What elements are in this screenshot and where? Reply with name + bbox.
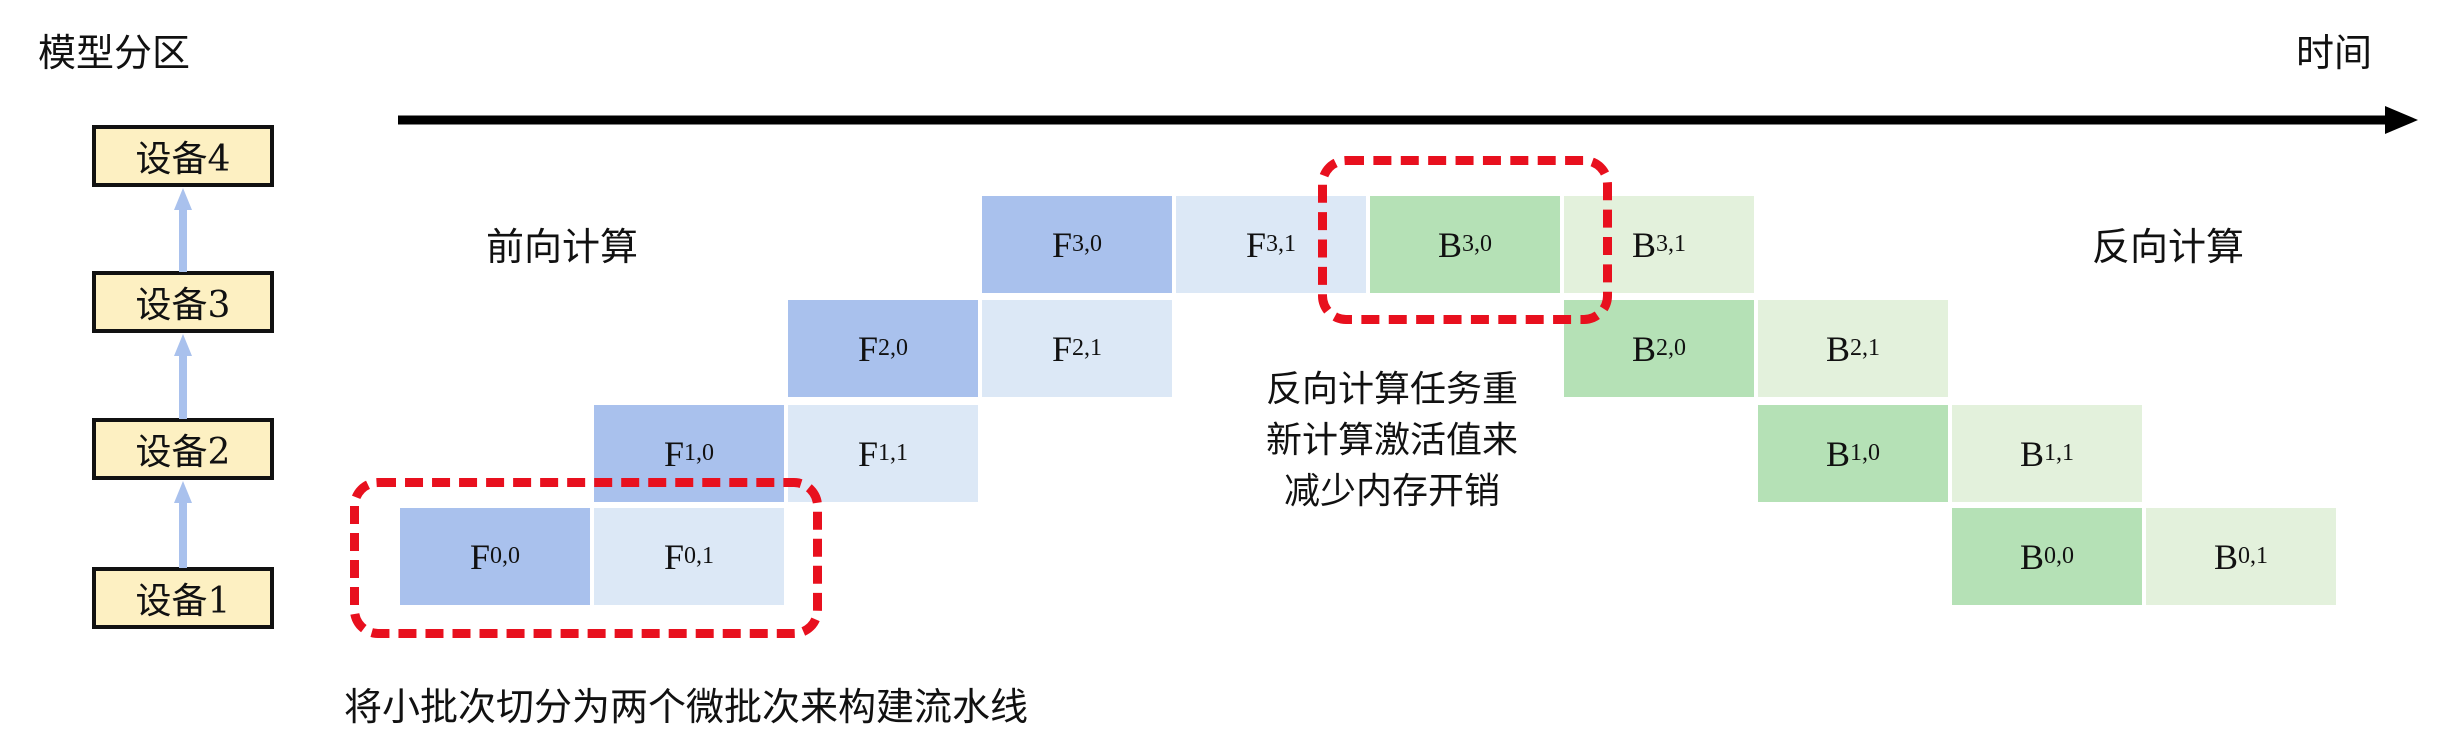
recompute-note: 反向计算任务重 新计算激活值来 减少内存开销: [1265, 369, 1518, 512]
time-axis-title: 时间: [2296, 31, 2373, 75]
microbatch-highlight-box: [350, 478, 822, 638]
forward-label: 前向计算: [486, 225, 639, 269]
device-4-box: 设备4: [92, 125, 274, 187]
up-arrow-icon: [174, 188, 192, 272]
device-2-box: 设备2: [92, 418, 274, 480]
partition-axis-title: 模型分区: [38, 31, 191, 75]
up-arrow-icon: [174, 334, 192, 419]
backward-label: 反向计算: [2092, 225, 2245, 269]
microbatch-note: 将小批次切分为两个微批次来构建流水线: [344, 685, 1029, 729]
up-arrow-icon: [174, 481, 192, 568]
device-1-box: 设备1: [92, 567, 274, 629]
recompute-highlight-box: [1318, 156, 1612, 324]
device-3-box: 设备3: [92, 271, 274, 333]
